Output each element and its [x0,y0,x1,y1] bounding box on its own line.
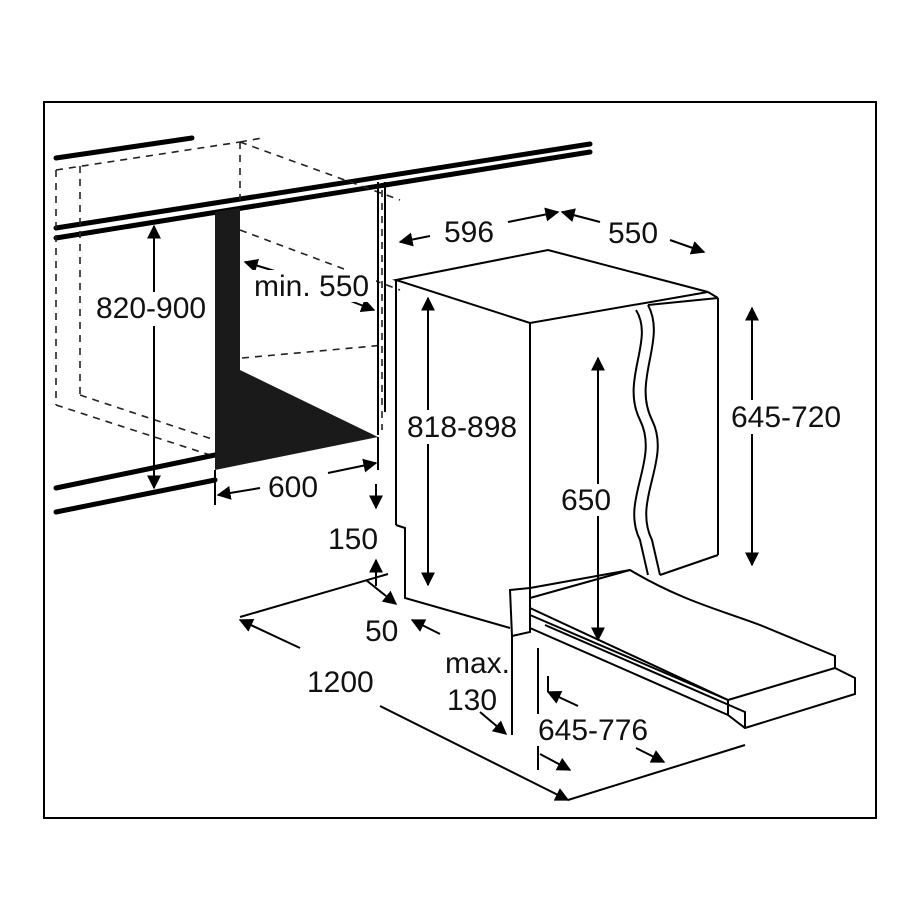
frame-border [43,101,877,819]
appliance-height-label: 818-898 [407,411,517,444]
appliance-width-label: 596 [444,216,494,249]
door-clearance-width-label: 1200 [307,666,374,699]
door-height-range-label: 645-720 [731,401,841,434]
niche-side-panel [215,208,378,470]
max-label: max. [445,647,510,680]
niche-width-label: 600 [268,471,318,504]
min-depth-label: min. 550 [254,270,369,303]
plinth-gap-label: 50 [365,615,398,648]
door-height-label: 650 [561,484,611,517]
door-open-depth-label: 645-776 [538,714,648,747]
cabinet-niche [53,135,593,515]
counter-height-label: 820-900 [96,292,206,325]
appliance-depth-label: 550 [608,217,658,250]
max-value-label: 130 [447,684,497,717]
dishwasher-body [392,248,856,730]
plinth-height-label: 150 [328,523,378,556]
